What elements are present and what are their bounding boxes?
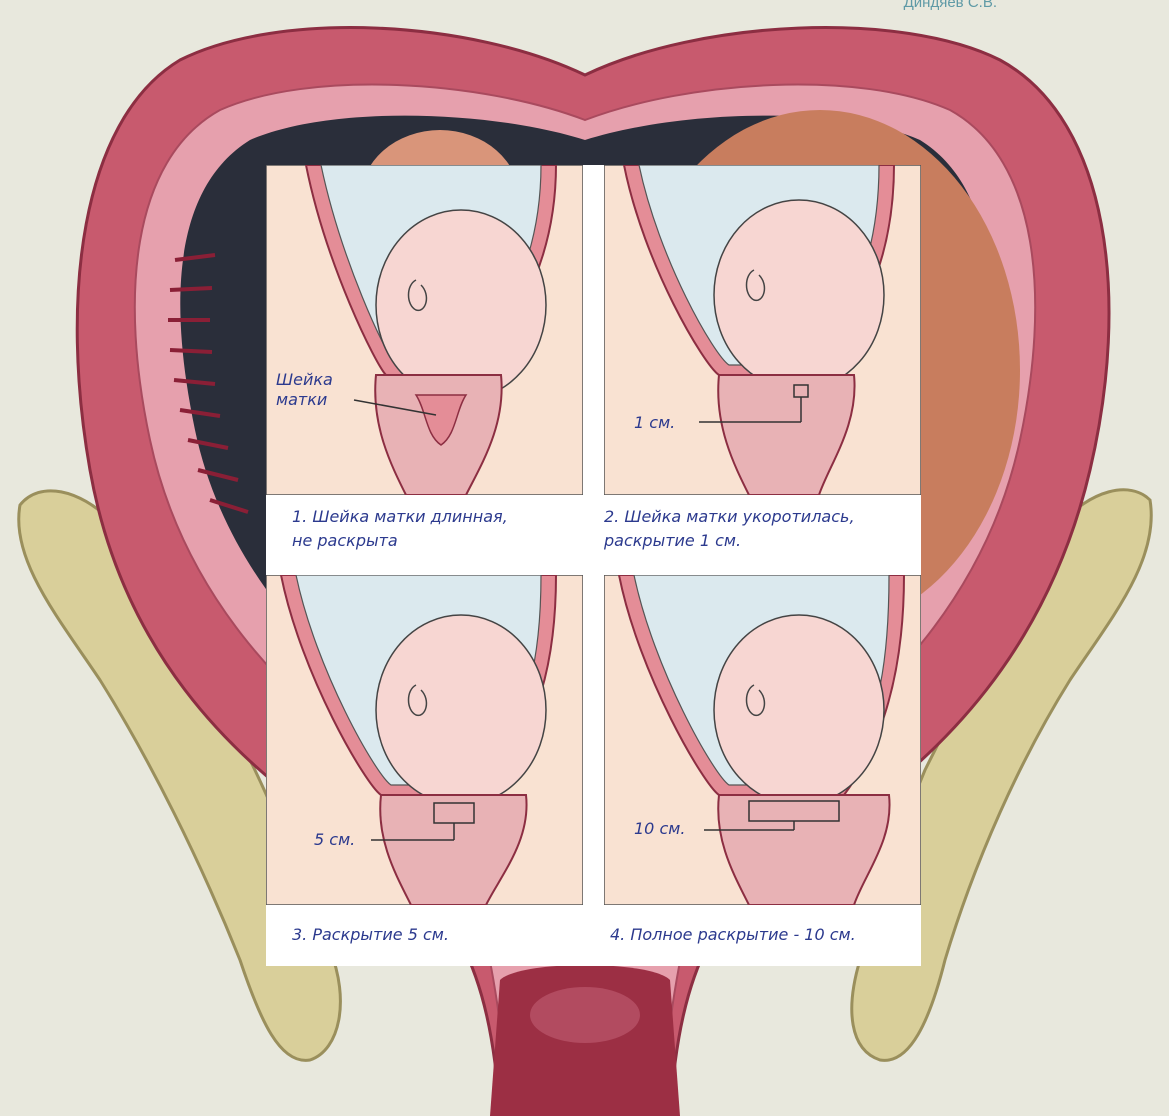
stage-3-caption-line1: 3. Раскрытие 5 см. [292, 923, 449, 947]
stage-2-caption-line1: 2. Шейка матки укоротилась, [604, 505, 855, 529]
stage-panel-3: 5 см. 3. Раскрытие 5 см. [266, 575, 583, 966]
stage-1-label-line1: Шейка [276, 370, 333, 390]
stage-3-measure-label: 5 см. [314, 830, 355, 850]
stage-1-label-line2: матки [276, 390, 333, 410]
stage-1-caption-line1: 1. Шейка матки длинная, [292, 505, 508, 529]
stage-panel-2: 1 см. 2. Шейка матки укоротилась, раскры… [604, 165, 921, 575]
stage-4-caption: 4. Полное раскрытие - 10 см. [610, 923, 856, 947]
stage-2-caption-line2: раскрытие 1 см. [604, 529, 855, 553]
stage-2-drawing [604, 165, 921, 495]
stage-4-caption-line1: 4. Полное раскрытие - 10 см. [610, 923, 856, 947]
stage-2-measure-label: 1 см. [634, 413, 675, 433]
stage-4-drawing [604, 575, 921, 905]
author-credit: Диндяев С.В. [904, 0, 997, 11]
stage-4-measure-label: 10 см. [634, 819, 685, 839]
stage-2-label-line1: 1 см. [634, 413, 675, 433]
stage-2-caption: 2. Шейка матки укоротилась, раскрытие 1 … [604, 505, 855, 553]
cervical-dilation-stages: Шейка матки 1. Шейка матки длинная, не р… [266, 165, 921, 966]
stage-4-label-line1: 10 см. [634, 819, 685, 839]
stage-1-caption: 1. Шейка матки длинная, не раскрыта [292, 505, 508, 553]
stage-panel-1: Шейка матки 1. Шейка матки длинная, не р… [266, 165, 583, 575]
cervix-os [530, 987, 640, 1043]
stage-3-drawing [266, 575, 583, 905]
stage-3-caption: 3. Раскрытие 5 см. [292, 923, 449, 947]
stage-1-drawing [266, 165, 583, 495]
stage-1-caption-line2: не раскрыта [292, 529, 508, 553]
stage-3-label-line1: 5 см. [314, 830, 355, 850]
stage-panel-4: 10 см. 4. Полное раскрытие - 10 см. [604, 575, 921, 966]
stage-1-cervix-label: Шейка матки [276, 370, 333, 410]
